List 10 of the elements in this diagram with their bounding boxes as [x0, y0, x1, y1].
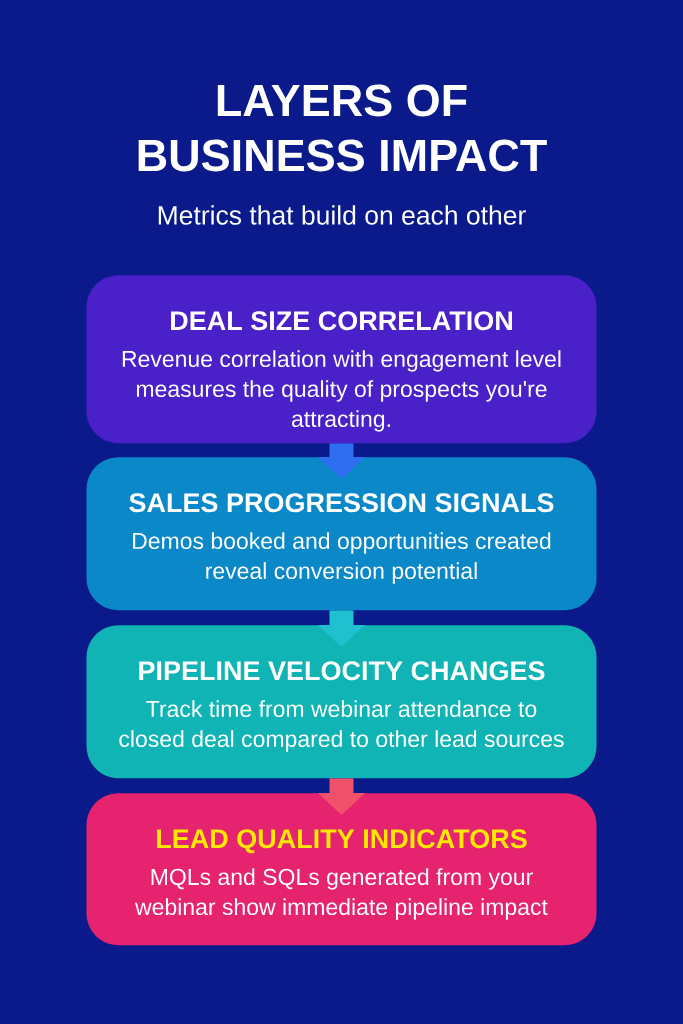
heading: SALES PROGRESSION SIGNALS [129, 493, 554, 513]
title: LAYERS OF BUSINESS IMPACT [138, 84, 547, 172]
subtitle: Metrics that build on each other [158, 205, 526, 225]
heading: LEAD QUALITY INDICATORS [157, 829, 527, 854]
heading: DEAL SIZE CORRELATION [171, 311, 512, 331]
heading: PIPELINE VELOCITY CHANGES [139, 661, 545, 681]
description: Track time from webinar attendance to closed deal compared to other lead sources [119, 700, 564, 752]
description: Revenue correlation with engagement level measures the quality of prospects you're attracting. [122, 350, 561, 432]
description: MQLs and SQLs generated from your webinar show immediate pipeline impact [135, 868, 548, 920]
description: Demos booked and opportunities created reveal conversion potential [133, 532, 551, 584]
